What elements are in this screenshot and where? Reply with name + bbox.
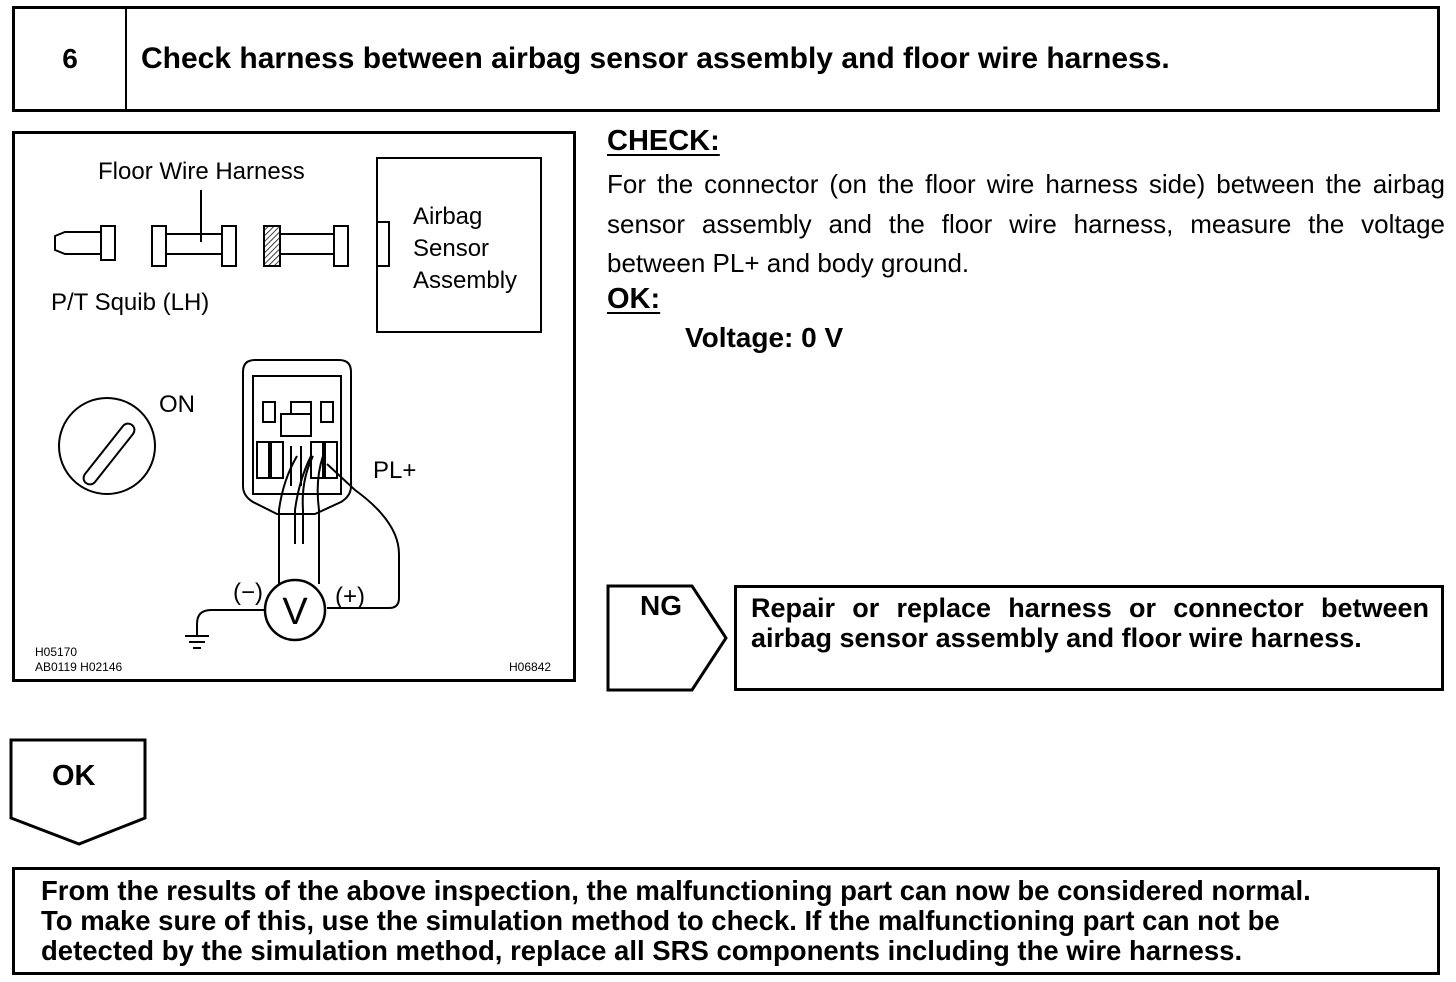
pt-squib-connector xyxy=(54,225,116,261)
ng-action-box: Repair or replace harness or connector b… xyxy=(734,585,1444,691)
airbag-label-line3: Assembly xyxy=(413,267,517,294)
figure-code-2: AB0119 H02146 xyxy=(35,660,123,674)
voltmeter-symbol: V xyxy=(282,591,308,633)
minus-terminal-label: (−) xyxy=(233,579,263,606)
ignition-on-label: ON xyxy=(159,391,195,418)
airbag-sensor-assembly: Airbag Sensor Assembly xyxy=(376,157,542,333)
airbag-label-line1: Airbag xyxy=(413,203,482,230)
final-line-3: detected by the simulation method, repla… xyxy=(41,935,1243,966)
final-line-2: To make sure of this, use the simulation… xyxy=(41,905,1280,936)
ng-label: NG xyxy=(640,590,682,621)
ignition-switch-icon xyxy=(58,397,156,495)
pt-squib-label: P/T Squib (LH) xyxy=(51,289,209,316)
wiring-illustration: Floor Wire Harness Airbag xyxy=(12,131,576,682)
figure-code-1: H05170 xyxy=(35,645,77,659)
check-heading: CHECK: xyxy=(607,125,720,157)
floor-harness-connector xyxy=(151,225,237,267)
step-number: 6 xyxy=(15,9,127,109)
check-instructions: For the connector (on the floor wire har… xyxy=(607,169,1445,278)
body-ground-icon xyxy=(185,609,265,649)
connector-face xyxy=(242,359,352,515)
ok-arrow-icon xyxy=(9,738,147,846)
final-instructions-box: From the results of the above inspection… xyxy=(12,867,1440,975)
step-title: Check harness between airbag sensor asse… xyxy=(141,42,1170,75)
figure-code-3: H06842 xyxy=(509,660,551,674)
airbag-label-line2: Sensor xyxy=(413,235,489,262)
airbag-side-connector xyxy=(263,225,349,267)
plus-terminal-label: (+) xyxy=(335,583,365,610)
pl-plus-label: PL+ xyxy=(373,457,416,484)
ok-spec-heading: OK: xyxy=(607,283,661,315)
ok-spec-value: Voltage: 0 V xyxy=(685,322,844,353)
floor-wire-harness-label: Floor Wire Harness xyxy=(98,158,305,185)
voltmeter-icon: V xyxy=(263,578,327,642)
ng-arrow-icon xyxy=(606,584,728,692)
probe-wires xyxy=(278,455,400,609)
step-header: 6 Check harness between airbag sensor as… xyxy=(12,6,1440,112)
ok-branch-label: OK xyxy=(52,760,96,792)
wiring-diagram: Floor Wire Harness Airbag xyxy=(35,157,551,674)
final-line-1: From the results of the above inspection… xyxy=(41,875,1311,906)
